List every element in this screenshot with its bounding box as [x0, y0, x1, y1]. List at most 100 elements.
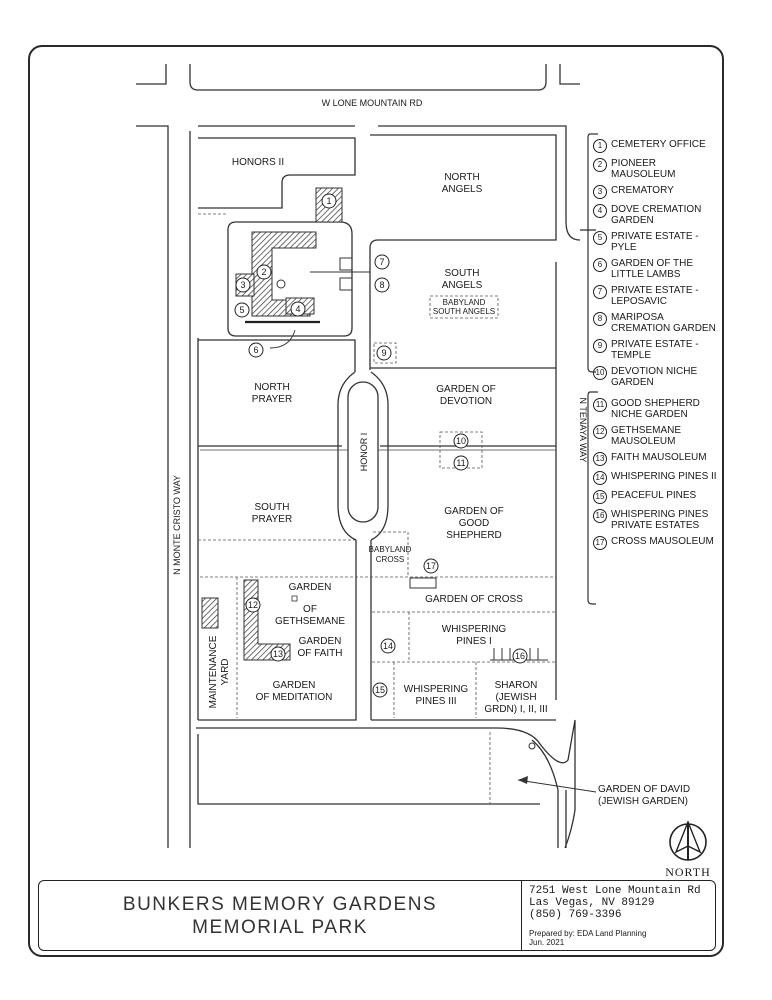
- marker-number-4: 4: [295, 304, 300, 314]
- label-babyland-cross-1: BABYLAND: [369, 545, 412, 554]
- title-area: BUNKERS MEMORY GARDENS MEMORIAL PARK: [39, 881, 522, 950]
- marker-number-6: 6: [253, 345, 258, 355]
- legend-text-14: WHISPERING PINES II: [611, 471, 717, 482]
- legend-text-11: GOOD SHEPHERD NICHE GARDEN: [611, 398, 700, 420]
- label-good-shepherd-2: GOOD: [459, 518, 490, 529]
- label-whispering-pines-iii-2: PINES III: [415, 696, 456, 707]
- marker-15: 15: [372, 682, 388, 698]
- label-south-prayer-1: SOUTH: [255, 502, 290, 513]
- legend-number-11: 11: [593, 398, 607, 412]
- label-babyland-south-angels-2: SOUTH ANGELS: [433, 307, 495, 316]
- north-arrow-icon: NORTH: [665, 820, 711, 879]
- prepared-by: Prepared by: EDA Land Planning: [529, 929, 647, 938]
- marker-number-12: 12: [248, 600, 258, 610]
- marker-7: 7: [374, 254, 390, 270]
- road-lines: [136, 64, 596, 849]
- label-south-angels-1: SOUTH: [445, 268, 480, 279]
- legend-text-5: PRIVATE ESTATE - PYLE: [611, 231, 699, 253]
- legend-text-3: CREMATORY: [611, 185, 674, 196]
- marker-6: 6: [248, 342, 264, 358]
- legend-item-5: 5 PRIVATE ESTATE - PYLE: [593, 231, 721, 253]
- label-garden-of-david-2: (JEWISH GARDEN): [598, 796, 688, 807]
- north-label: NORTH: [665, 865, 711, 879]
- label-whispering-pines-i-2: PINES I: [456, 636, 492, 647]
- label-north-prayer-1: NORTH: [254, 382, 289, 393]
- legend-item-11: 11 GOOD SHEPHERD NICHE GARDEN: [593, 398, 721, 420]
- legend-text-17: CROSS MAUSOLEUM: [611, 536, 714, 547]
- marker-number-13: 13: [273, 649, 283, 659]
- legend-text-13: FAITH MAUSOLEUM: [611, 452, 707, 463]
- marker-12: 12: [245, 597, 261, 613]
- marker-number-2: 2: [261, 267, 266, 277]
- label-good-shepherd-3: SHEPHERD: [446, 530, 502, 541]
- label-garden-of-david-1: GARDEN OF DAVID: [598, 784, 690, 795]
- label-garden-of-faith-2: OF FAITH: [298, 648, 343, 659]
- road-n-monte-cristo: N MONTE CRISTO WAY: [172, 475, 182, 575]
- label-good-shepherd-1: GARDEN OF: [444, 506, 503, 517]
- legend-text-9: PRIVATE ESTATE - TEMPLE: [611, 339, 699, 361]
- marker-number-11: 11: [456, 458, 465, 468]
- legend-number-1: 1: [593, 139, 607, 153]
- honor-road-loop: [337, 371, 389, 541]
- legend-group-2: 11 GOOD SHEPHERD NICHE GARDEN 12 GETHSEMANE…: [593, 398, 721, 555]
- legend-number-16: 16: [593, 509, 607, 523]
- legend-number-17: 17: [593, 536, 607, 550]
- prepared-date: Jun. 2021: [529, 938, 565, 947]
- marker-number-7: 7: [379, 257, 384, 267]
- legend-number-10: 10: [593, 366, 607, 380]
- label-whispering-pines-i-1: WHISPERING: [442, 624, 507, 635]
- marker-17: 17: [423, 558, 439, 574]
- marker-number-15: 15: [375, 685, 385, 695]
- marker-number-5: 5: [239, 305, 244, 315]
- road-honor-i: HONOR I: [359, 433, 369, 472]
- legend-item-17: 17 CROSS MAUSOLEUM: [593, 536, 721, 550]
- label-whispering-pines-iii-1: WHISPERING: [404, 684, 469, 695]
- legend-number-2: 2: [593, 158, 607, 172]
- legend-number-12: 12: [593, 425, 607, 439]
- marker-9: 9: [376, 345, 392, 361]
- label-gethsemane-3: GETHSEMANE: [275, 616, 345, 627]
- marker-number-16: 16: [515, 651, 525, 661]
- legend-text-12: GETHSEMANE MAUSOLEUM: [611, 425, 682, 447]
- legend-item-10: 10 DEVOTION NICHE GARDEN: [593, 366, 721, 388]
- label-gethsemane-2: OF: [303, 604, 317, 615]
- title-line-1: BUNKERS MEMORY GARDENS: [122, 893, 438, 915]
- legend-text-8: MARIPOSA CREMATION GARDEN: [611, 312, 716, 334]
- label-honors-ii: HONORS II: [232, 157, 284, 168]
- marker-number-3: 3: [240, 280, 245, 290]
- label-north-angels-1: NORTH: [444, 172, 479, 183]
- label-meditation-1: GARDEN: [273, 680, 316, 691]
- marker-number-9: 9: [381, 348, 386, 358]
- legend-number-13: 13: [593, 452, 607, 466]
- legend-text-10: DEVOTION NICHE GARDEN: [611, 366, 698, 388]
- garden-of-david-arrow: [517, 776, 597, 793]
- map-frame: [28, 45, 724, 957]
- address-area: 7251 West Lone Mountain Rd Las Vegas, NV…: [529, 885, 709, 947]
- legend-text-1: CEMETERY OFFICE: [611, 139, 706, 150]
- section-labels: HONORS II NORTH ANGELS SOUTH ANGELS BABY…: [208, 157, 690, 807]
- label-garden-of-devotion-1: GARDEN OF: [436, 384, 495, 395]
- marker-number-8: 8: [379, 280, 384, 290]
- legend-text-15: PEACEFUL PINES: [611, 490, 697, 501]
- label-sharon-2: (JEWISH: [495, 692, 536, 703]
- marker-number-1: 1: [326, 196, 331, 206]
- label-babyland-cross-2: CROSS: [376, 555, 404, 564]
- marker-number-10: 10: [456, 436, 466, 446]
- marker-4: 4: [290, 301, 306, 317]
- title-line-2: MEMORIAL PARK: [192, 916, 368, 938]
- label-sharon-1: SHARON: [495, 680, 538, 691]
- title-block: BUNKERS MEMORY GARDENS MEMORIAL PARK 725…: [38, 880, 716, 951]
- legend-number-14: 14: [593, 471, 607, 485]
- label-babyland-south-angels-1: BABYLAND: [443, 298, 486, 307]
- legend-text-2: PIONEER MAUSOLEUM: [611, 158, 676, 180]
- legend-number-5: 5: [593, 231, 607, 245]
- legend-number-4: 4: [593, 204, 607, 218]
